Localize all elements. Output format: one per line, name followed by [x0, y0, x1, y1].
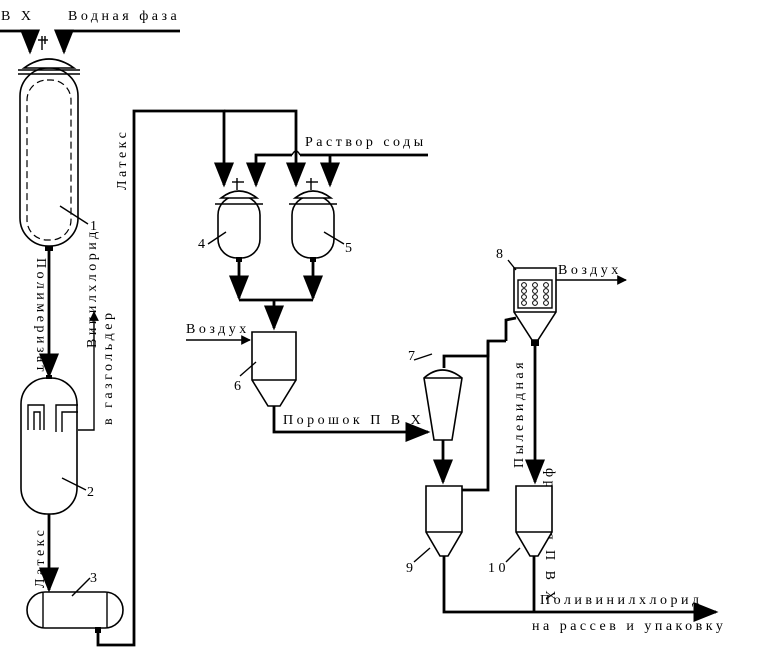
label-pvc-powder: Порошок П В Х — [283, 413, 424, 428]
mixer-4 — [215, 178, 263, 262]
label-latex-top: Латекс — [115, 129, 130, 190]
label-product-2: на рассев и упаковку — [532, 619, 726, 634]
reactor-1-inputs — [0, 29, 180, 55]
filter-bag-ring — [532, 294, 538, 300]
pipe-latex-main — [96, 109, 235, 647]
pipe-cyclone-top — [442, 339, 506, 368]
equipment-number-2: 2 — [87, 485, 94, 500]
label-vinyl-chloride: В Х — [1, 9, 34, 24]
equipment-number-8: 8 — [496, 247, 503, 262]
label-soda-solution: Раствор соды — [305, 135, 427, 150]
tank-3 — [26, 591, 124, 633]
pipe-product — [442, 556, 719, 623]
degasser-2 — [20, 375, 78, 515]
label-product-1: Поливинилхлорид — [540, 593, 703, 608]
equipment-number-1: 1 — [90, 219, 97, 234]
equipment-number-10: 1 0 — [488, 561, 506, 576]
filter-bag-ring — [543, 288, 549, 294]
equipment-number-5: 5 — [345, 241, 352, 256]
mixer-5 — [289, 178, 337, 262]
pipe-filter-in — [504, 316, 517, 341]
equipment-number-9: 9 — [406, 561, 413, 576]
filter-bag-ring — [521, 288, 527, 294]
label-air-cyclone: Воздух — [558, 263, 622, 278]
equipment-number-6: 6 — [234, 379, 241, 394]
equipment-number-7: 7 — [408, 349, 415, 364]
filter-bag-ring — [532, 288, 538, 294]
equipment-number-3: 3 — [90, 571, 97, 586]
dryer-6 — [251, 331, 297, 407]
pipe-soda-main — [256, 153, 428, 185]
filter-bag-ring — [543, 300, 549, 306]
filter-bag-ring — [532, 300, 538, 306]
label-latex-side: Латекс — [33, 527, 48, 588]
pipe-pvc-powder — [272, 406, 431, 443]
filter-bag-ring — [543, 282, 549, 288]
bin-9 — [425, 485, 463, 557]
label-polymerizate: Полимеризат — [33, 258, 48, 375]
pipe-latex-branch — [224, 109, 307, 188]
pipe-bin9-to-filter — [462, 341, 490, 492]
filter-bag-ring — [521, 282, 527, 288]
label-water-phase: Водная фаза — [68, 9, 180, 24]
label-vc-gasholder-2: в газгольдер — [101, 309, 116, 425]
filter-bag-ring — [521, 300, 527, 306]
label-dust-fraction-1: Пылевидная — [512, 359, 527, 468]
equipment-number-4: 4 — [198, 237, 205, 252]
filter-bag-ring — [532, 282, 538, 288]
filter-bag-ring — [543, 294, 549, 300]
label-vc-gasholder-1: Винилхлорид — [85, 228, 100, 348]
pipe-vc-gasholder — [78, 311, 99, 431]
label-air-dryer: Воздух — [186, 322, 250, 337]
bin-10 — [515, 485, 553, 557]
bag-filter-8 — [513, 267, 557, 346]
reactor-1 — [18, 58, 80, 251]
cyclone-7 — [423, 369, 463, 441]
filter-bag-ring — [521, 294, 527, 300]
pipe-to-dryer — [239, 298, 313, 328]
